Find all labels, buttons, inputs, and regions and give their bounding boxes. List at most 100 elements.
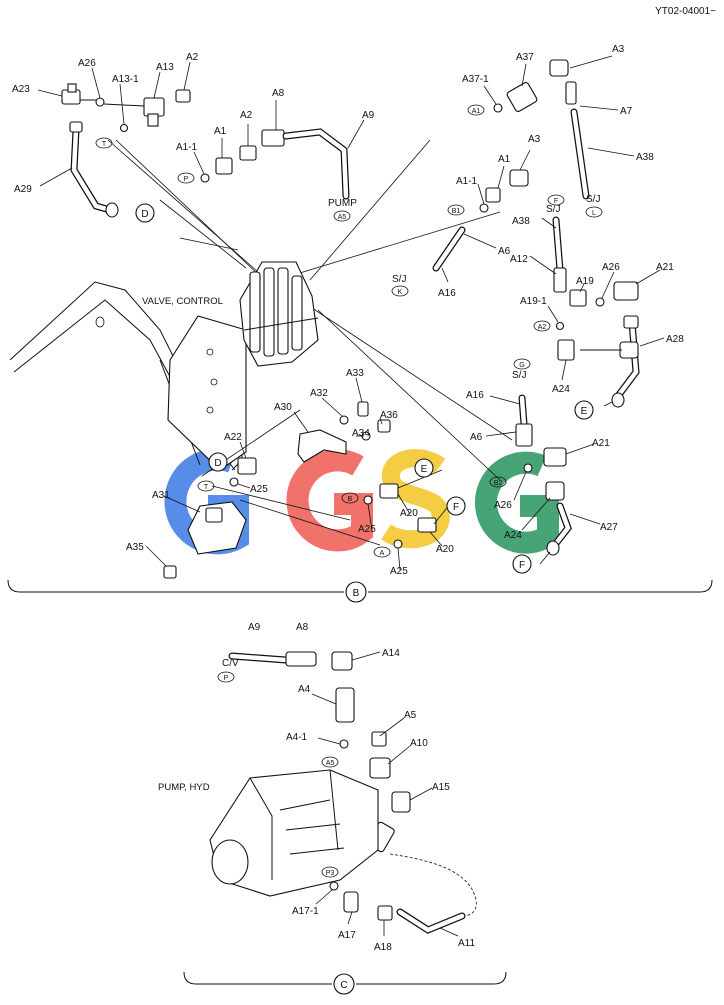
pump-line-assembly — [201, 130, 346, 196]
code-b1: B1 — [452, 208, 461, 215]
label-a3a: A3 — [612, 44, 625, 55]
label-a20a: A20 — [400, 508, 418, 519]
code-t2: T — [204, 484, 209, 491]
label-a5: A5 — [404, 710, 417, 721]
label-a25b: A25 — [358, 524, 376, 535]
label-a1b: A1 — [498, 154, 511, 165]
label-a2b: A2 — [240, 110, 253, 121]
code-p3: P3 — [326, 870, 335, 877]
code-b2: B2 — [494, 480, 503, 487]
label-a35: A35 — [126, 542, 144, 553]
callout-c: C — [340, 980, 347, 991]
label-a26a: A26 — [78, 58, 96, 69]
callout-e2: E — [421, 464, 428, 475]
upper-right-assembly — [436, 60, 638, 407]
label-a12: A12 — [510, 254, 528, 265]
label-a21a: A21 — [656, 262, 674, 273]
leader-lines-top — [38, 56, 664, 564]
sj-l-label: S/J — [586, 194, 600, 205]
label-a32: A32 — [310, 388, 328, 399]
code-g: G — [519, 362, 524, 369]
control-valve-body — [240, 262, 318, 366]
label-a16b: A16 — [466, 390, 484, 401]
callout-f2: F — [519, 560, 525, 571]
label-a22: A22 — [224, 432, 242, 443]
label-a1-1a: A1-1 — [176, 142, 198, 153]
label-a13-1: A13-1 — [112, 74, 139, 85]
label-a10: A10 — [410, 738, 428, 749]
label-a38a: A38 — [636, 152, 654, 163]
code-l: L — [592, 210, 596, 217]
cv-label: C/V — [222, 658, 239, 669]
label-a25a: A25 — [250, 484, 268, 495]
callout-b: B — [353, 588, 360, 599]
label-a30: A30 — [274, 402, 292, 413]
label-a13: A13 — [156, 62, 174, 73]
label-a16a: A16 — [438, 288, 456, 299]
code-p1: P — [184, 176, 189, 183]
label-a15: A15 — [432, 782, 450, 793]
label-a26b: A26 — [602, 262, 620, 273]
label-a24a: A24 — [552, 384, 570, 395]
section-c-bracket: C — [184, 972, 506, 994]
label-a24b: A24 — [504, 530, 522, 541]
sj-f-label: S/J — [546, 204, 560, 215]
label-a20b: A20 — [436, 544, 454, 555]
label-a18: A18 — [374, 942, 392, 953]
valve-control-label: VALVE, CONTROL — [142, 296, 223, 307]
code-f: F — [554, 198, 558, 205]
code-p2: P — [224, 675, 229, 682]
label-a19: A19 — [576, 276, 594, 287]
label-a2a: A2 — [186, 52, 199, 63]
label-a7: A7 — [620, 106, 633, 117]
document-id: YT02-04001~ — [655, 6, 716, 17]
label-a28: A28 — [666, 334, 684, 345]
sj-k-label: S/J — [392, 274, 406, 285]
callout-f1: F — [453, 502, 459, 513]
callout-f-extra: F — [490, 502, 496, 513]
code-a: A — [380, 550, 385, 557]
label-a31: A31 — [152, 490, 170, 501]
label-a4: A4 — [298, 684, 311, 695]
label-a17-1: A17-1 — [292, 906, 319, 917]
code-a5a: A5 — [338, 214, 347, 221]
label-a1-1b: A1-1 — [456, 176, 478, 187]
callout-d2: D — [214, 458, 221, 469]
code-b: B — [348, 496, 353, 503]
label-a34: A34 — [352, 428, 370, 439]
label-a37-1: A37-1 — [462, 74, 489, 85]
label-a6b: A6 — [470, 432, 483, 443]
label-a17: A17 — [338, 930, 356, 941]
label-a8b: A8 — [296, 622, 309, 633]
label-a21b: A21 — [592, 438, 610, 449]
label-a14: A14 — [382, 648, 400, 659]
label-a27: A27 — [600, 522, 618, 533]
code-k: K — [398, 289, 403, 296]
label-a3b: A3 — [528, 134, 541, 145]
callout-d1: D — [141, 209, 148, 220]
label-a19-1: A19-1 — [520, 296, 547, 307]
label-a29: A29 — [14, 184, 32, 195]
pump-label: PUMP — [328, 198, 357, 209]
code-a1: A1 — [472, 108, 481, 115]
code-a5b: A5 — [326, 760, 335, 767]
label-a23: A23 — [12, 84, 30, 95]
label-a8a: A8 — [272, 88, 285, 99]
label-a4-1: A4-1 — [286, 732, 308, 743]
label-a25c: A25 — [390, 566, 408, 577]
mounting-bracket — [168, 316, 246, 470]
code-a2: A2 — [538, 324, 547, 331]
label-a33: A33 — [346, 368, 364, 379]
label-a9b: A9 — [248, 622, 261, 633]
sj-g-label: S/J — [512, 370, 526, 381]
pump-hyd-label: PUMP, HYD — [158, 782, 210, 793]
label-a37: A37 — [516, 52, 534, 63]
label-a38b: A38 — [512, 216, 530, 227]
label-a1a: A1 — [214, 126, 227, 137]
callout-e1: E — [581, 406, 588, 417]
label-a36: A36 — [380, 410, 398, 421]
label-a26c: A26 — [494, 500, 512, 511]
label-a6a: A6 — [498, 246, 511, 257]
